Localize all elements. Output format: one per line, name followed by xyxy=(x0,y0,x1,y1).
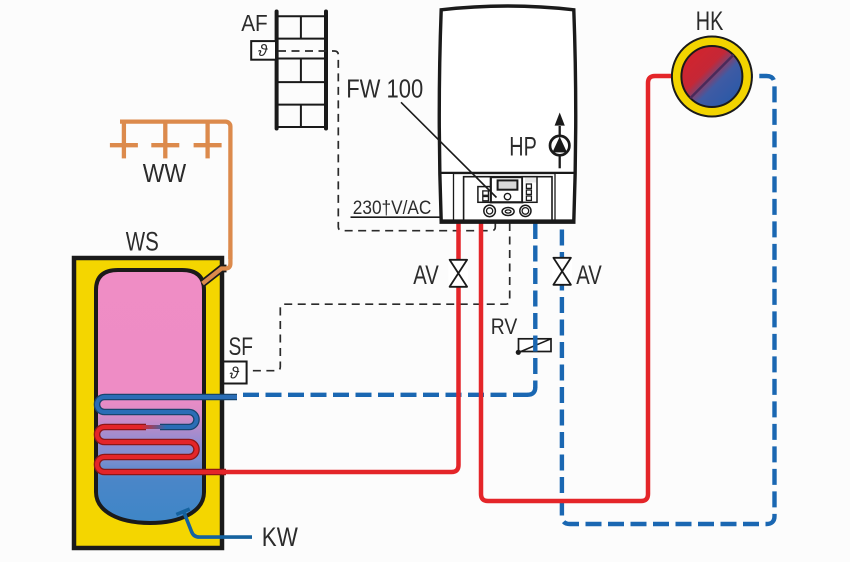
svg-text:WW: WW xyxy=(143,158,187,188)
svg-text:HK: HK xyxy=(696,6,724,36)
svg-text:ϑ: ϑ xyxy=(230,364,240,383)
svg-text:WS: WS xyxy=(126,226,159,256)
svg-text:SF: SF xyxy=(229,333,254,361)
svg-text:HP: HP xyxy=(509,132,537,162)
svg-text:KW: KW xyxy=(262,522,298,552)
svg-text:230†V/AC: 230†V/AC xyxy=(353,197,432,219)
svg-text:FW 100: FW 100 xyxy=(346,75,423,103)
svg-text:RV: RV xyxy=(491,314,518,339)
svg-text:ϑ: ϑ xyxy=(258,41,268,60)
svg-text:AF: AF xyxy=(241,10,268,36)
svg-text:AV: AV xyxy=(576,260,602,290)
svg-text:AV: AV xyxy=(413,260,439,290)
